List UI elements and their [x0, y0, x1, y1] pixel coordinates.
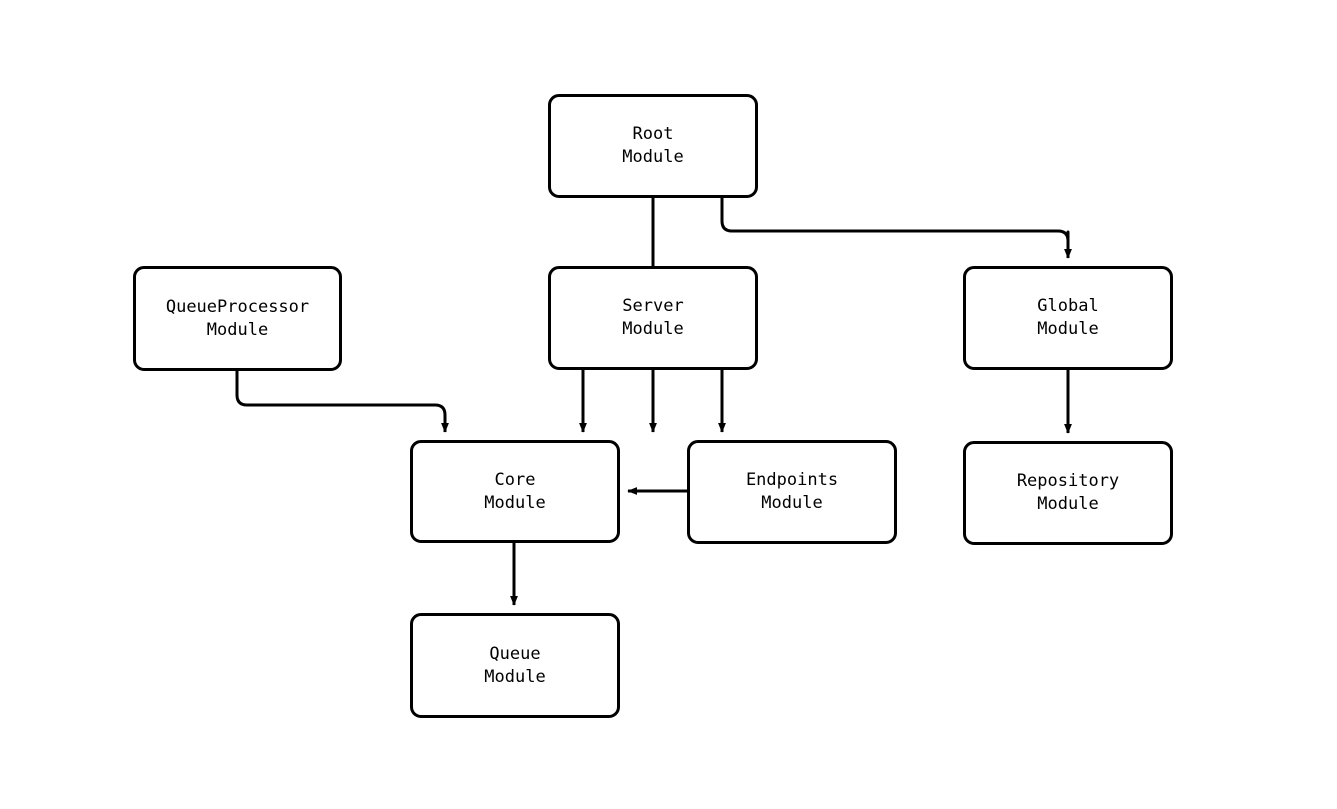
- node-global-line2: Module: [1037, 319, 1099, 339]
- node-endpoints-line1: Endpoints: [745, 470, 839, 490]
- node-queueprocessor-line1: QueueProcessor: [165, 296, 310, 317]
- node-repository-line1: Repository: [1016, 471, 1120, 491]
- node-server[interactable]: Server Module: [548, 266, 758, 370]
- node-root-line2: Module: [622, 147, 684, 167]
- node-queueprocessor-line2: Module: [206, 319, 269, 340]
- node-global[interactable]: Global Module: [963, 266, 1173, 370]
- edge-root-to-global: [720, 198, 1072, 259]
- node-root-line1: Root: [632, 124, 674, 144]
- node-queueprocessor[interactable]: QueueProcessor Module: [133, 266, 342, 371]
- node-endpoints-line2: Module: [761, 493, 823, 513]
- node-repository[interactable]: Repository Module: [963, 441, 1173, 545]
- node-global-line1: Global: [1037, 296, 1099, 316]
- node-queue-line2: Module: [484, 666, 546, 687]
- node-core-line2: Module: [484, 492, 546, 513]
- node-server-line1: Server: [622, 296, 684, 316]
- edge-queueprocessor-to-core: [235, 371, 449, 433]
- node-core-line1: Core: [494, 469, 536, 490]
- node-endpoints[interactable]: Endpoints Module: [687, 440, 897, 544]
- node-root[interactable]: Root Module: [548, 94, 758, 198]
- node-repository-line2: Module: [1037, 494, 1099, 514]
- node-queue[interactable]: Queue Module: [410, 613, 620, 718]
- node-core[interactable]: Core Module: [410, 440, 620, 543]
- node-queue-line1: Queue: [489, 643, 541, 664]
- node-server-line2: Module: [622, 319, 684, 339]
